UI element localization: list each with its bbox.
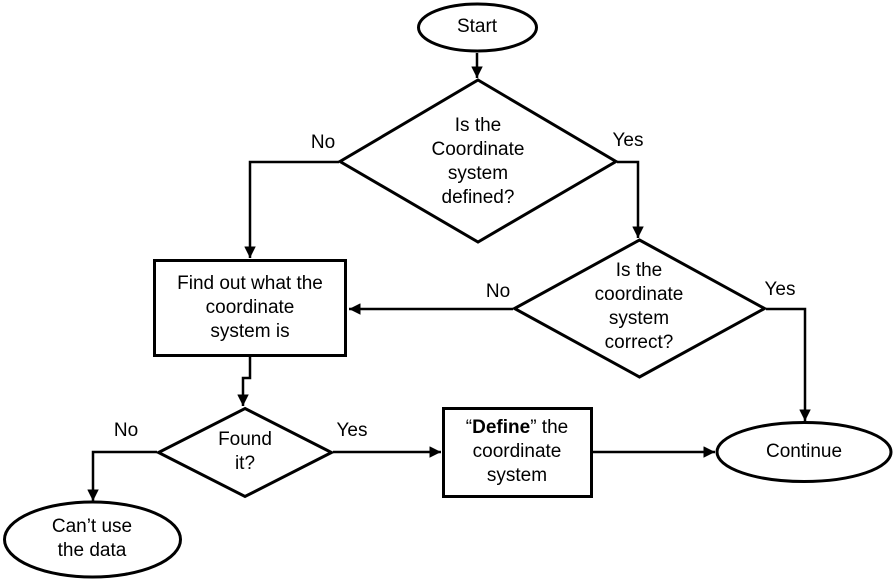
decision-defined-shape <box>337 78 619 244</box>
decision-correct-shape <box>511 238 768 379</box>
process-findout-shape <box>153 259 347 357</box>
edge-defined-yes-to-correct <box>617 160 644 238</box>
start-node-shape <box>417 2 538 53</box>
process-define-shape <box>442 407 593 498</box>
edge-findout-to-foundit <box>237 357 252 406</box>
decision-foundit-shape <box>155 406 335 499</box>
cantuse-node-shape <box>3 500 182 579</box>
edge-found-no-to-cantuse <box>87 450 157 501</box>
edge-correct-yes-to-continue <box>766 307 811 421</box>
continue-node-shape <box>715 421 893 483</box>
edge-defined-no-to-findout <box>244 160 339 258</box>
